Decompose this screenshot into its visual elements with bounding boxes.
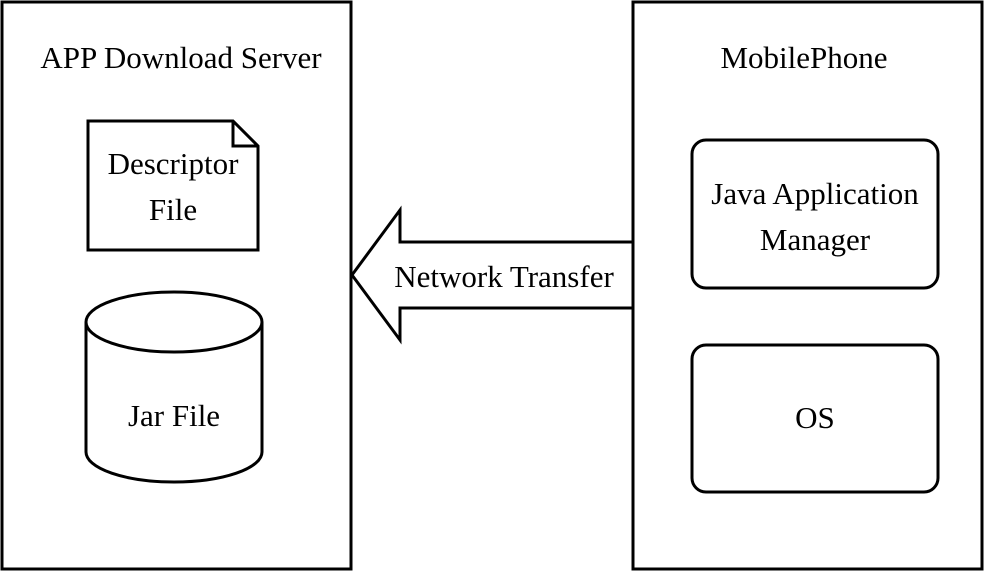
os-label: OS (795, 400, 835, 435)
java-application-manager: Java Application Manager (690, 138, 940, 290)
cylinder-top (84, 290, 264, 354)
server-box (0, 0, 353, 571)
mobile-phone: MobilePhone Java Application Manager OS (631, 0, 984, 571)
network-transfer-label: Network Transfer (394, 259, 614, 294)
document-icon (86, 119, 260, 252)
descriptor-label-line1: Descriptor (108, 146, 240, 181)
jam-box (690, 138, 940, 290)
app-download-server: APP Download Server Descriptor File Jar … (0, 0, 353, 571)
server-title: APP Download Server (40, 40, 322, 75)
descriptor-label-line2: File (149, 192, 197, 227)
descriptor-file: Descriptor File (86, 119, 260, 252)
os-box (690, 343, 940, 494)
operating-system: OS (690, 343, 940, 494)
jar-label: Jar File (128, 398, 220, 433)
folded-corner-icon (231, 121, 258, 148)
jam-label-line2: Manager (760, 222, 871, 257)
jam-label-line1: Java Application (711, 176, 919, 211)
left-arrow-shape (350, 205, 633, 345)
cylinder-body (84, 322, 264, 484)
phone-title: MobilePhone (720, 40, 887, 75)
jar-file: Jar File (84, 290, 264, 484)
network-transfer-arrow: Network Transfer (350, 205, 633, 345)
